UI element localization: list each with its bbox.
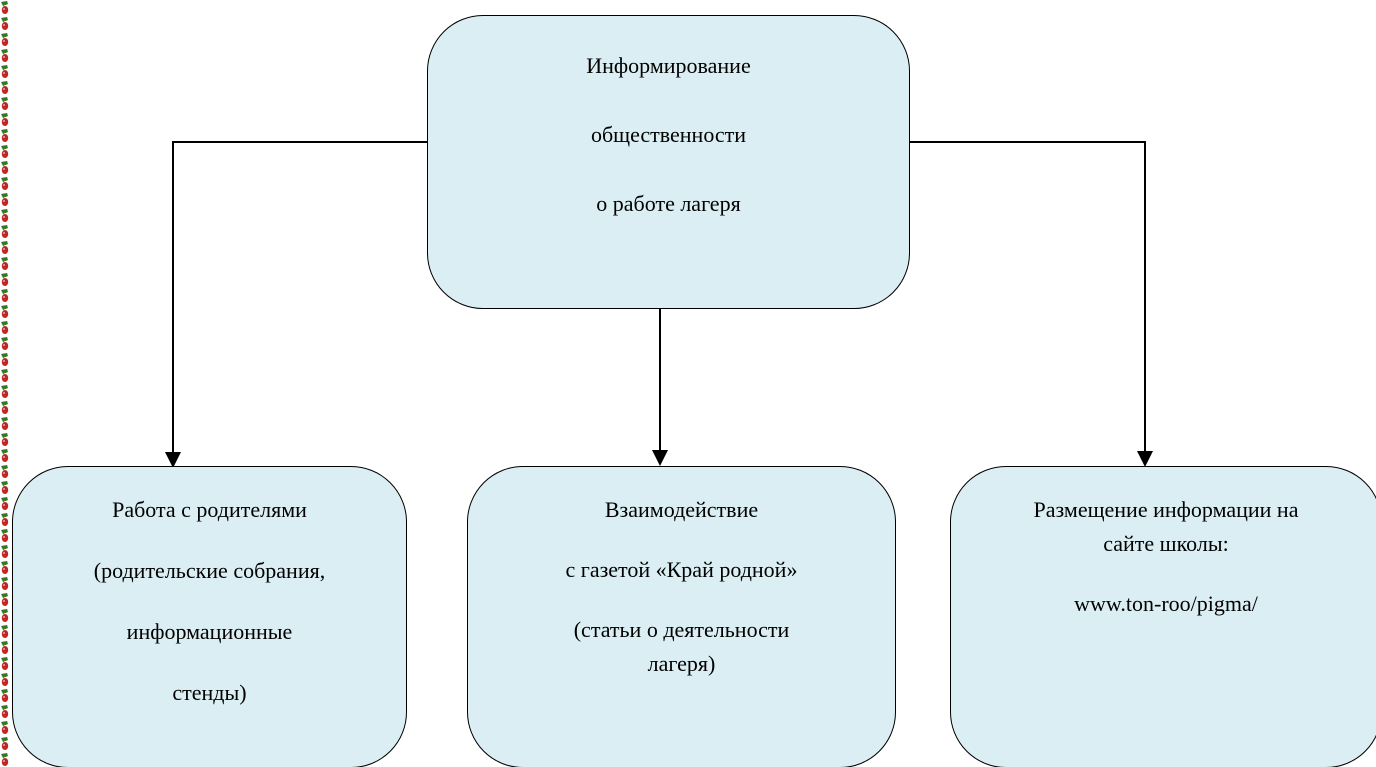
box-newspaper-interaction: Взаимодействие с газетой «Край родной» (… xyxy=(467,466,896,767)
arrow-left-head xyxy=(165,452,181,468)
box-right-line-3: www.ton-roo/pigma/ xyxy=(1074,591,1258,616)
connector-to-right-box xyxy=(909,141,1146,452)
box-public-information: Информирование общественности о работе л… xyxy=(427,15,910,309)
box-work-with-parents: Работа с родителями (родительские собран… xyxy=(12,466,407,767)
box-left-line-2: (родительские собрания, xyxy=(93,558,326,583)
box-top-line-1: Информирование xyxy=(586,53,751,78)
box-top-line-2: общественности xyxy=(590,122,747,147)
box-left-line-4: стенды) xyxy=(172,680,247,705)
box-mid-line-4: лагеря) xyxy=(647,651,716,676)
box-top-line-3: о работе лагеря xyxy=(596,191,741,216)
box-mid-line-3: (статьи о деятельности xyxy=(573,617,790,642)
box-right-line-2: сайте школы: xyxy=(1103,531,1229,556)
arrow-middle-head xyxy=(652,450,668,466)
box-right-line-1: Размещение информации на xyxy=(1033,497,1299,522)
box-school-website: Размещение информации на сайте школы: ww… xyxy=(950,466,1376,767)
connector-to-left-box xyxy=(172,141,428,467)
box-left-line-1: Работа с родителями xyxy=(112,497,307,522)
arrow-right-head xyxy=(1137,451,1153,467)
box-mid-line-1: Взаимодействие xyxy=(604,497,759,522)
box-mid-line-2: с газетой «Край родной» xyxy=(565,557,798,582)
decorative-border-strip xyxy=(0,0,10,767)
box-left-line-3: информационные xyxy=(126,619,293,644)
